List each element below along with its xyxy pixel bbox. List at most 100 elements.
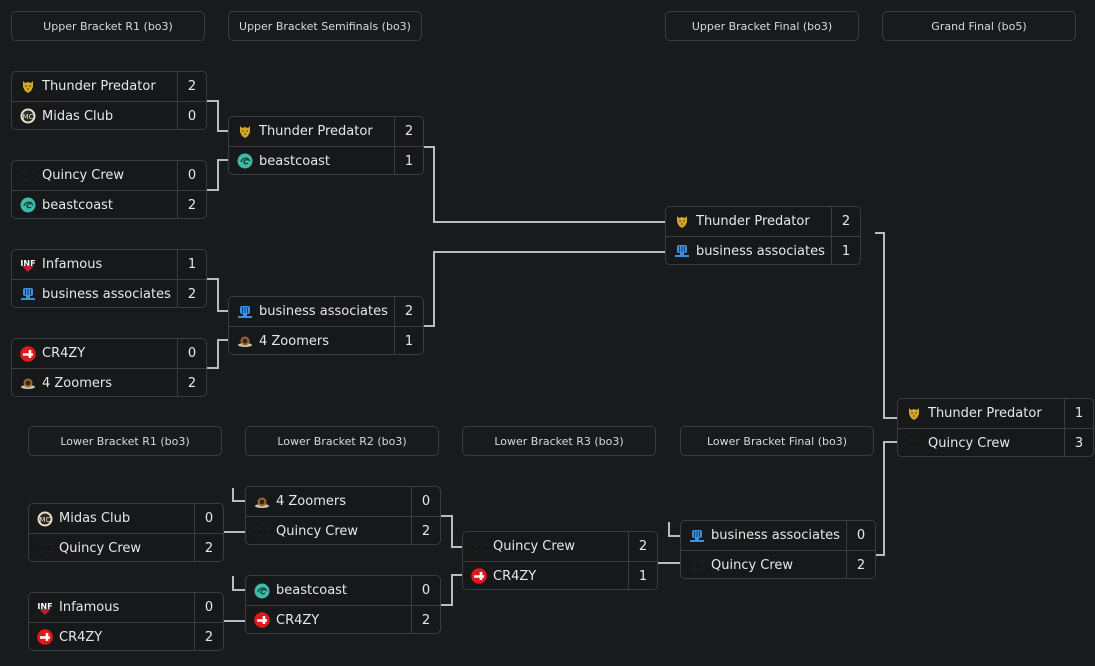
svg-text:QC: QC [20, 170, 36, 182]
team-score: 2 [411, 606, 440, 634]
team-name: Quincy Crew [928, 435, 1011, 451]
round-header-lower-r2: Lower Bracket R2 (bo3) [245, 426, 439, 456]
round-header-grand-final: Grand Final (bo5) [882, 11, 1076, 41]
qc-monogram-icon: QC [906, 435, 922, 451]
team-name: 4 Zoomers [42, 375, 112, 391]
team-score: 2 [177, 369, 206, 397]
ba-tower-icon [237, 304, 253, 320]
beast-circle-icon [20, 197, 36, 213]
tiger-head-icon [674, 214, 690, 230]
team-score: 1 [628, 562, 657, 590]
round-title: Grand Final (bo5) [931, 19, 1027, 33]
round-header-lower-final: Lower Bracket Final (bo3) [680, 426, 874, 456]
team-score: 1 [177, 250, 206, 279]
team-score: 0 [177, 102, 206, 130]
team-name: Thunder Predator [42, 79, 156, 94]
team-row[interactable]: Thunder Predator 1 [898, 399, 1093, 428]
team-name: Infamous [59, 600, 120, 615]
round-title: Upper Bracket Semifinals (bo3) [239, 19, 411, 33]
zoomers-head-icon [237, 333, 253, 349]
midas-crest-icon: MC [20, 108, 36, 124]
tiger-head-icon [906, 406, 922, 422]
team-score: 2 [394, 297, 423, 326]
round-title: Lower Bracket Final (bo3) [706, 434, 847, 448]
cr4zy-circle-icon [254, 612, 270, 628]
midas-crest-icon: MC [37, 511, 53, 527]
svg-text:INF: INF [37, 602, 52, 611]
team-name: CR4ZY [59, 629, 103, 645]
team-score: 0 [177, 161, 206, 190]
beast-circle-icon [237, 153, 253, 169]
qc-monogram-icon: QC [20, 168, 36, 184]
zoomers-head-icon [254, 494, 270, 510]
team-score: 2 [394, 117, 423, 146]
round-header-upper-final: Upper Bracket Final (bo3) [665, 11, 859, 41]
svg-text:QC: QC [37, 543, 53, 555]
team-row[interactable]: 4 Zoomers 2 [12, 368, 206, 397]
cr4zy-circle-icon [37, 629, 53, 645]
team-score: 1 [394, 147, 423, 175]
team-score: 1 [831, 237, 860, 265]
team-name: Thunder Predator [928, 406, 1042, 421]
team-name: Midas Club [59, 511, 131, 526]
beast-circle-icon [254, 583, 270, 599]
tiger-head-icon [20, 79, 36, 95]
team-score: 2 [411, 517, 440, 545]
team-score: 2 [846, 551, 875, 579]
team-name: 4 Zoomers [276, 494, 346, 509]
connector-line [441, 515, 463, 548]
round-title: Lower Bracket R3 (bo3) [494, 434, 624, 448]
team-name: Quincy Crew [493, 539, 576, 554]
team-score: 2 [194, 534, 223, 562]
team-score: 1 [1064, 399, 1093, 428]
team-score: 2 [177, 72, 206, 101]
connector-line [875, 441, 898, 556]
team-row[interactable]: CR4ZY 2 [29, 622, 223, 651]
team-row[interactable]: Thunder Predator 2 [12, 72, 206, 101]
svg-text:QC: QC [906, 438, 922, 450]
team-score: 2 [194, 623, 223, 651]
inf-shield-icon: INF [20, 257, 36, 273]
team-name: 4 Zoomers [259, 333, 329, 349]
svg-text:MC: MC [40, 516, 51, 524]
team-row[interactable]: 4 Zoomers 1 [229, 326, 423, 355]
team-score: 1 [394, 327, 423, 355]
